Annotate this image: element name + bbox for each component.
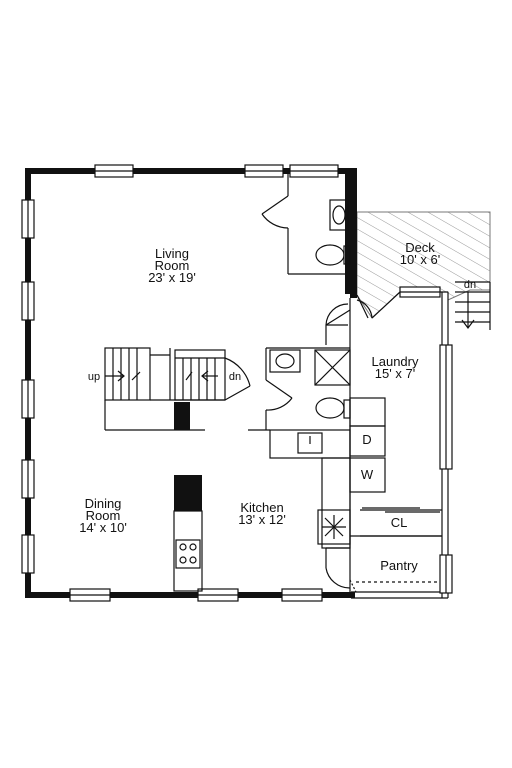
kitchen-cabinets [173, 397, 386, 592]
laundry-name: Laundry [372, 354, 419, 369]
living-room-size: 23' x 19' [148, 270, 196, 285]
living-room-name-2: Room [155, 258, 190, 273]
refrigerator-icon [322, 515, 346, 539]
deck-size: 10' x 6' [400, 252, 440, 267]
laundry-size: 15' x 7' [375, 366, 415, 381]
deck [356, 211, 491, 330]
deck-stairs [455, 281, 491, 330]
deck-name: Deck [405, 240, 435, 255]
closet-label: CL [391, 515, 408, 530]
kitchen-name: Kitchen [240, 500, 283, 515]
stove-icon [175, 539, 201, 569]
windows [21, 164, 453, 602]
room-labels: Living Room 23' x 19' Dining Room 14' x … [79, 240, 476, 573]
doors [224, 195, 440, 593]
bathroom-fixtures [269, 199, 351, 419]
living-room-name-1: Living [155, 246, 189, 261]
washer-label: W [361, 467, 374, 482]
dining-room-size: 14' x 10' [79, 520, 127, 535]
dryer-label: D [362, 432, 371, 447]
dining-room-name-2: Room [86, 508, 121, 523]
stairs-down-label: dn [229, 371, 241, 383]
deck-stairs-down-label: dn [464, 279, 476, 291]
stairs-up-label: up [88, 371, 100, 383]
dining-room-name-1: Dining [85, 496, 122, 511]
kitchen-size: 13' x 12' [238, 512, 286, 527]
interior-stairs [104, 347, 226, 430]
pantry-name: Pantry [380, 558, 418, 573]
